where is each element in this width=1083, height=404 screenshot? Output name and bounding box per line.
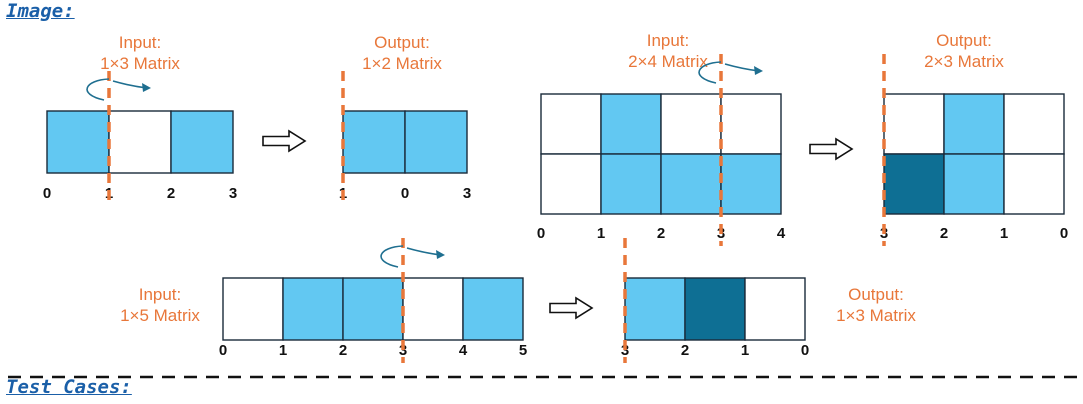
example-1-input-label-line: 1×3 Matrix — [100, 54, 180, 73]
example-1-output-tick-label: 0 — [401, 185, 409, 202]
example-2-input-label-line: 2×4 Matrix — [628, 52, 708, 71]
example-2-output-label-line: 2×3 Matrix — [924, 52, 1004, 71]
fold-arrow-icon — [380, 245, 445, 268]
example-3-input-label-line: Input: — [139, 285, 182, 304]
example-2-input-tick-label: 0 — [537, 225, 545, 242]
example-3-output-cell — [624, 277, 686, 341]
example-1-input-cell — [46, 110, 110, 174]
example-3-input-tick-label: 3 — [399, 342, 407, 359]
example-1-input-tick-label: 0 — [43, 185, 51, 202]
example-2-output-tick-label: 1 — [1000, 225, 1008, 242]
example-3-input-cell — [222, 277, 284, 341]
example-3-input-cell — [462, 277, 524, 341]
example-1-output-panel: Output:1×2 Matrix103 — [339, 33, 471, 206]
example-1-input-label-line: Input: — [119, 33, 162, 52]
example-2-input-cell — [600, 153, 662, 215]
example-1-output-label-line: Output: — [374, 33, 430, 52]
example-3-output-label-line: 1×3 Matrix — [836, 306, 916, 325]
example-3-output-tick-label: 3 — [621, 342, 629, 359]
example-2-output-cell — [943, 93, 1005, 155]
example-1-output-label: Output: 1×2 Matrix — [362, 33, 442, 73]
example-1-input-label: Input: 1×3 Matrix — [100, 33, 180, 73]
example-3-output-tick-label: 2 — [681, 342, 689, 359]
transform-arrow-1 — [262, 129, 307, 153]
example-3-input-tick-label: 5 — [519, 342, 527, 359]
example-1-input-cell — [108, 110, 172, 174]
example-3-output-label: Output: 1×3 Matrix — [836, 285, 916, 325]
example-3-output-cell — [684, 277, 746, 341]
example-2-output-tick-label: 0 — [1060, 225, 1068, 242]
example-3-input-cell — [282, 277, 344, 341]
example-3-input-tick-label: 2 — [339, 342, 347, 359]
example-3-output-cell — [744, 277, 806, 341]
example-3-input-cell — [342, 277, 404, 341]
example-2-input-tick-label: 2 — [657, 225, 665, 242]
example-1-input-tick-label: 2 — [167, 185, 175, 202]
example-2-output-label: Output: 2×3 Matrix — [924, 31, 1004, 71]
example-3-input-panel: Input: 1×5 Matrix 0 1 2 3 4 5 — [120, 238, 527, 363]
example-2-input-cell — [660, 153, 722, 215]
example-1-output-label-line: 1×2 Matrix — [362, 54, 442, 73]
example-3-output-tick-label: 1 — [741, 342, 749, 359]
example-1-input-tick-label: 3 — [229, 185, 237, 202]
example-2-output-cell — [883, 153, 945, 215]
example-2-output-label-line: Output: — [936, 31, 992, 50]
example-2-input-cell — [600, 93, 662, 155]
example-3-input-label: Input: 1×5 Matrix — [120, 285, 200, 325]
test-cases-heading: Test Cases: — [6, 376, 132, 398]
example-1-input-cell — [170, 110, 234, 174]
example-2-input-label: Input: 2×4 Matrix — [628, 31, 708, 71]
transform-arrow-3 — [549, 296, 594, 320]
example-2-input-cell — [720, 93, 782, 155]
example-1-output-tick-label: 3 — [463, 185, 471, 202]
image-heading: Image: — [6, 0, 75, 22]
example-2-input-cell — [720, 153, 782, 215]
example-3-input-tick-label: 4 — [459, 342, 468, 359]
transform-arrow-2 — [809, 137, 854, 161]
example-2-output-cell — [883, 93, 945, 155]
example-3-input-tick-label: 0 — [219, 342, 227, 359]
example-2-output-cell — [1003, 153, 1065, 215]
fold-arrow-icon — [86, 78, 151, 101]
fold-arrow-icon — [698, 61, 763, 84]
right-arrow-icon — [549, 296, 594, 320]
example-2-output-tick-label: 2 — [940, 225, 948, 242]
example-2-input-tick-label: 4 — [777, 225, 786, 242]
example-3-output-label-line: Output: — [848, 285, 904, 304]
example-2-output-cell — [943, 153, 1005, 215]
example-2-input-tick-label: 1 — [597, 225, 605, 242]
right-arrow-icon — [262, 129, 307, 153]
example-3-input-label-line: 1×5 Matrix — [120, 306, 200, 325]
example-2-input-cell — [540, 93, 602, 155]
example-3-output-tick-label: 0 — [801, 342, 809, 359]
example-3-output-panel: Output: 1×3 Matrix 3 2 1 0 — [621, 238, 916, 363]
example-3-input-cell — [402, 277, 464, 341]
example-2-input-cell — [540, 153, 602, 215]
right-arrow-icon — [809, 137, 854, 161]
example-2-output-cell — [1003, 93, 1065, 155]
example-2-input-label-line: Input: — [647, 31, 690, 50]
example-1-output-cell — [342, 110, 406, 174]
example-2-input-cell — [660, 93, 722, 155]
example-1-output-cell — [404, 110, 468, 174]
example-3-input-tick-label: 1 — [279, 342, 287, 359]
